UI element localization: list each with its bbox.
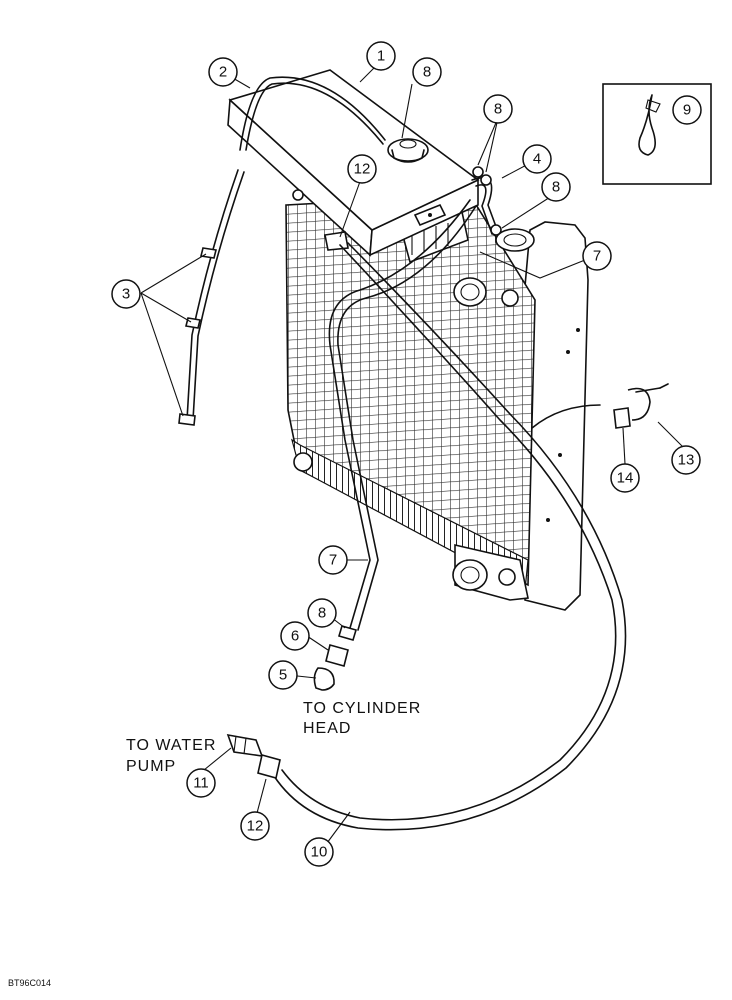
water-pump-hose (281, 244, 617, 821)
svg-text:1: 1 (377, 48, 385, 65)
svg-text:8: 8 (494, 101, 502, 118)
callout-12-lower: 12 (240, 811, 270, 841)
mount-bolt (501, 289, 519, 307)
radiator (285, 194, 589, 611)
svg-text:7: 7 (593, 248, 601, 265)
label-cylinder-head-1: TO CYLINDER (303, 700, 421, 717)
callout-5: 5 (268, 660, 298, 690)
overflow-tank (227, 69, 480, 257)
svg-text:7: 7 (329, 552, 337, 569)
hose-clamp (257, 754, 281, 779)
callout-14: 14 (610, 463, 640, 493)
svg-text:12: 12 (354, 161, 371, 178)
figure-code: BT96C014 (8, 978, 51, 988)
callout-2: 2 (208, 57, 238, 87)
callout-7-lower: 7 (318, 545, 348, 575)
callout-8-top: 8 (483, 94, 513, 124)
callout-3: 3 (111, 279, 141, 309)
hose-clip (200, 247, 217, 259)
strap-clamp-9 (638, 94, 656, 156)
svg-text:3: 3 (122, 286, 130, 303)
clamp-bolt-14 (613, 407, 631, 429)
svg-text:4: 4 (533, 151, 541, 168)
svg-text:11: 11 (193, 775, 209, 792)
callout-6: 6 (280, 621, 310, 651)
svg-text:6: 6 (291, 628, 299, 645)
callout-1: 1 (366, 41, 396, 71)
svg-text:8: 8 (318, 605, 326, 622)
callout-9: 9 (672, 95, 702, 125)
hose-clip (178, 413, 196, 426)
tank-cap (387, 138, 429, 162)
mount-bolt (293, 452, 313, 472)
hose-clip (185, 317, 201, 329)
label-cylinder-head-2: HEAD (303, 720, 351, 737)
label-water-pump-2: PUMP (126, 758, 176, 775)
callout-12-top: 12 (347, 154, 377, 184)
callout-13: 13 (671, 445, 701, 475)
svg-text:13: 13 (678, 452, 695, 469)
svg-text:5: 5 (279, 667, 287, 684)
fitting-adapter (325, 644, 349, 667)
svg-text:8: 8 (423, 64, 431, 81)
elbow-fitting (313, 667, 335, 691)
svg-text:10: 10 (311, 844, 328, 861)
svg-text:9: 9 (683, 102, 691, 119)
cylinder-head-hose (328, 199, 471, 629)
callout-8-cap: 8 (412, 57, 442, 87)
hose-clamp (480, 174, 492, 186)
svg-text:2: 2 (219, 64, 227, 81)
hose-fitting (324, 231, 349, 251)
callout-8-lower: 8 (307, 598, 337, 628)
mount-bolt (498, 568, 516, 586)
label-water-pump-1: TO WATER (126, 737, 216, 754)
svg-text:12: 12 (247, 818, 264, 835)
vent-hose (239, 76, 386, 151)
hose-clamp (338, 625, 357, 641)
callout-11: 11 (186, 768, 216, 798)
upper-outlet (453, 277, 487, 307)
callout-7-top: 7 (582, 241, 612, 271)
tank-fitting (292, 189, 304, 201)
callout-10: 10 (304, 837, 334, 867)
hose-clamp-13 (627, 387, 651, 421)
radiator-filler-neck (495, 228, 535, 252)
svg-text:14: 14 (617, 470, 634, 487)
callout-4: 4 (522, 144, 552, 174)
lower-outlet (452, 559, 488, 591)
tank-top (228, 69, 480, 231)
hose-clamp (490, 224, 502, 236)
svg-text:8: 8 (552, 179, 560, 196)
hose-clamp (472, 166, 484, 178)
callout-8-right: 8 (541, 172, 571, 202)
